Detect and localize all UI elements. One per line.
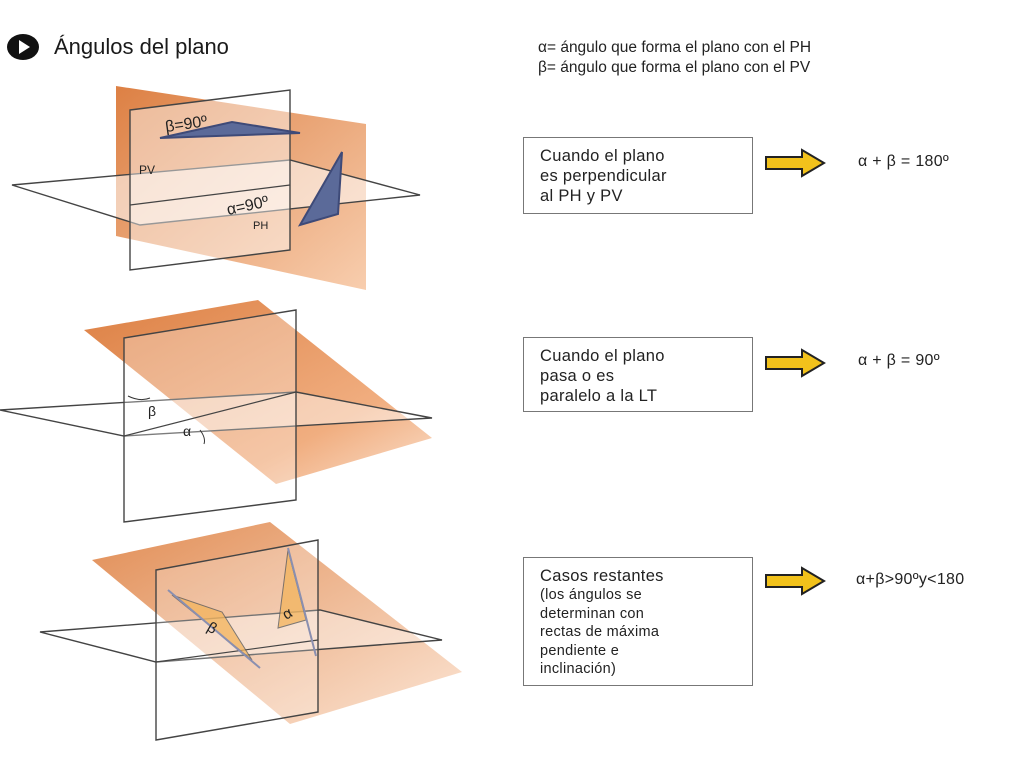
case-text-line: determinan con (540, 605, 645, 622)
inclined-orange-plane (84, 300, 432, 484)
label-alpha-small: α (183, 423, 191, 439)
horizontal-plane-ph (0, 391, 433, 437)
diagram-general-case: β α (39, 522, 462, 741)
case-text-line: al PH y PV (540, 187, 623, 205)
diagram-perpendicular: β=90º PV α=90º PH (11, 86, 421, 290)
diagram-parallel-lt: β α (0, 300, 433, 523)
case-box-general: Casos restantes (los ángulos se determin… (523, 557, 753, 686)
arrow-right-icon (765, 348, 826, 378)
set-square-top-icon (159, 120, 301, 139)
title-area: Ángulos del plano (6, 32, 229, 62)
case-box-perpendicular: Cuando el plano es perpendicular al PH y… (523, 137, 753, 214)
label-beta-90: β=90º (164, 113, 208, 136)
planes-diagram: β=90º PV α=90º PH β α β α (0, 86, 462, 741)
formula-general: α+β>90ºy<180 (856, 571, 965, 588)
case-box-parallel-lt: Cuando el plano pasa o es paralelo a la … (523, 337, 753, 412)
formula-parallel-lt: α + β = 90º (858, 352, 940, 369)
beta-definition: β= ángulo que forma el plano con el PV (538, 59, 811, 76)
vertical-plane-pv (123, 309, 297, 523)
case-text-line: paralelo a la LT (540, 387, 658, 405)
label-pv: PV (139, 163, 155, 177)
arrow-right-icon (765, 148, 826, 178)
legend: α= ángulo que forma el plano con el PH β… (538, 38, 811, 78)
play-bullet-icon (7, 34, 39, 60)
case-text-line: Cuando el plano (540, 147, 665, 165)
case-text-line: rectas de máxima (540, 624, 660, 640)
inclined-orange-plane (92, 522, 462, 724)
case-text-line: inclinación) (540, 661, 617, 677)
label-beta-small: β (148, 403, 156, 419)
case-text-line: Casos restantes (540, 567, 664, 585)
formula-perpendicular: α + β = 180º (858, 153, 950, 170)
arrow-right-icon (765, 566, 826, 596)
horizontal-plane-ph (11, 159, 421, 226)
horizontal-plane-ph (39, 609, 443, 663)
page-title: Ángulos del plano (54, 34, 229, 59)
alpha-definition: α= ángulo que forma el plano con el PH (538, 39, 812, 56)
case-text-line: pendiente e (540, 642, 620, 659)
case-text-line: es perpendicular (540, 167, 667, 185)
case-text-line: Cuando el plano (540, 347, 665, 365)
label-ph: PH (253, 220, 268, 232)
case-text-line: (los ángulos se (540, 587, 643, 603)
set-square-right-icon (297, 151, 343, 227)
case-text-line: pasa o es (540, 367, 615, 385)
vertical-plane-pv (129, 89, 291, 271)
